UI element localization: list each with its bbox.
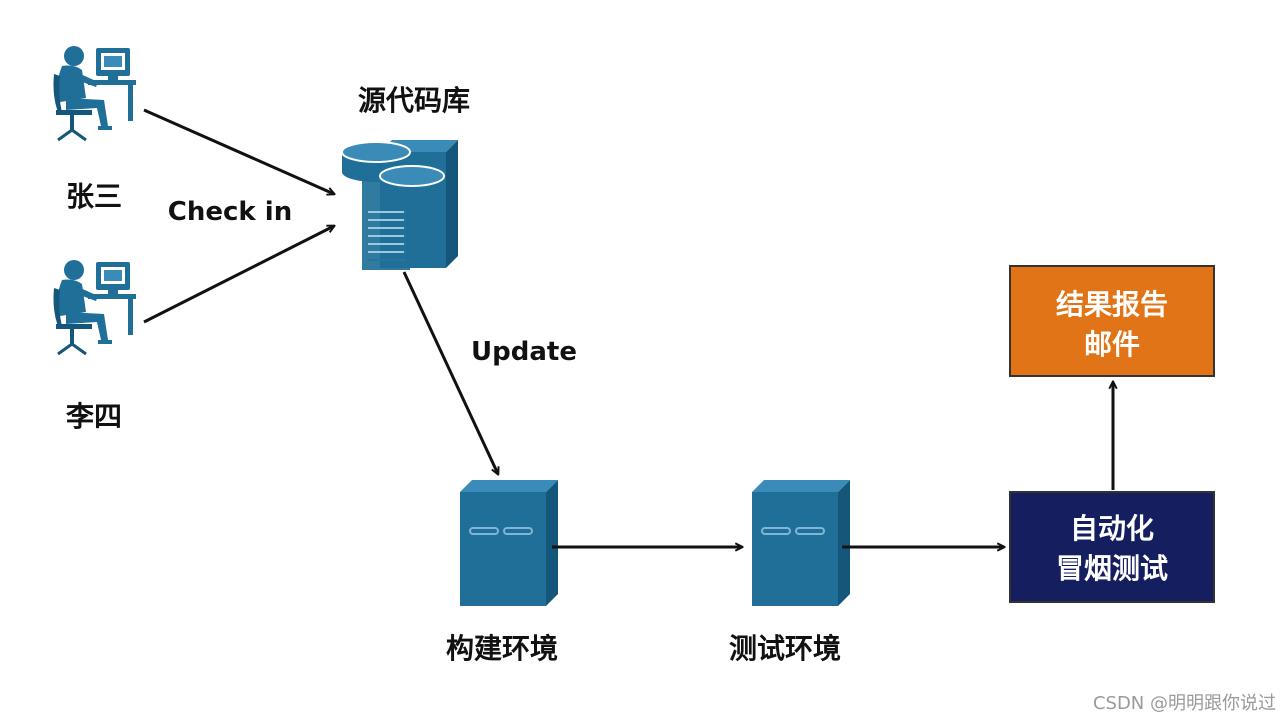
smoke-test-line2: 冒烟测试 [1056,552,1168,585]
server-tower-icon [751,479,851,607]
report-line2: 邮件 [1084,328,1140,361]
build-env-label: 构建环境 [446,632,558,665]
build-env-node: 构建环境 [446,479,559,665]
database-server-icon [341,139,459,271]
test-env-label: 测试环境 [729,632,841,665]
user-lisi: 李四 [52,258,138,433]
user-zhangsan-label: 张三 [66,180,122,213]
report-line1: 结果报告 [1056,288,1168,321]
person-at-computer-icon [52,44,138,142]
smoke-test-line1: 自动化 [1070,512,1154,545]
arrow-repo-to-build [402,271,498,474]
arrow-zhangsan-to-repo [143,108,334,194]
user-zhangsan: 张三 [52,44,138,213]
server-tower-icon [459,479,559,607]
repo-label: 源代码库 [358,84,470,117]
update-label: Update [471,337,577,367]
user-lisi-label: 李四 [66,400,122,433]
checkin-label: Check in [168,197,292,227]
test-env-node: 测试环境 [729,479,851,665]
smoke-test-box: 自动化 冒烟测试 [1009,491,1215,603]
arrow-lisi-to-repo [143,224,334,324]
repo-node: 源代码库 [341,84,470,271]
watermark: CSDN @明明跟你说过 [1092,693,1276,714]
person-at-computer-icon [52,258,138,356]
report-email-box: 结果报告 邮件 [1009,265,1215,377]
